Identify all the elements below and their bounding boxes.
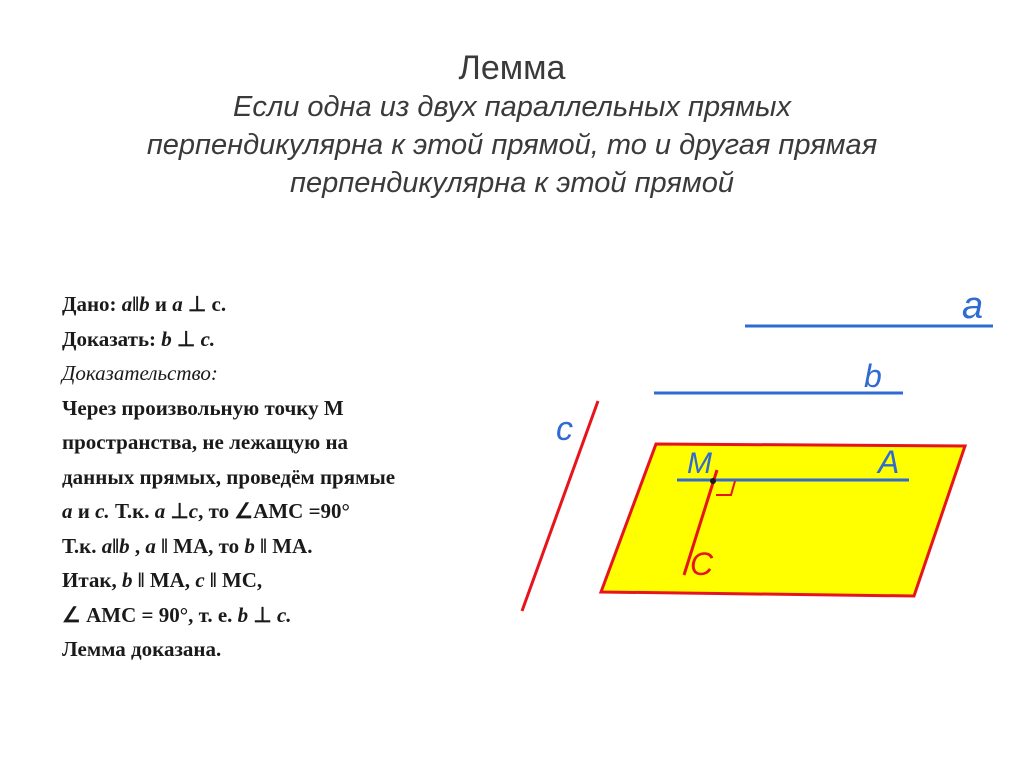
angle-text: , то ∠АМС =90° <box>198 499 350 523</box>
thus-text: Итак, <box>62 568 117 592</box>
var-a: a <box>62 499 73 523</box>
comma: , <box>134 533 141 558</box>
label-c-point: C <box>690 546 714 582</box>
proof-line-5: Т.к. a‖b , a ‖ МА, то b ‖ МА. <box>62 529 532 564</box>
perp-symbol: ⊥ <box>253 602 272 627</box>
since-text: Т.к. <box>114 499 150 523</box>
conj-and: и <box>154 292 167 316</box>
parallel-ma-text: ‖ МА, то <box>161 533 240 558</box>
proof-line-1: Через произвольную точку М <box>62 395 344 420</box>
parallel-symbol: ‖ <box>112 533 120 558</box>
conj-and: и <box>77 499 90 523</box>
proof-line-3: данных прямых, проведём прямые <box>62 464 396 489</box>
var-b: b <box>139 292 150 316</box>
var-b: b <box>244 533 255 558</box>
var-c: c. <box>276 602 292 627</box>
line-c <box>520 400 600 612</box>
given-line: Дано: a‖b и a ⊥ c. <box>62 287 532 322</box>
since-text: Т.к. <box>62 533 97 558</box>
lemma-statement-line-2: перпендикулярна к этой прямой, то и друг… <box>146 129 878 161</box>
var-c: c <box>195 568 205 592</box>
var-c: c. <box>200 326 216 351</box>
proof-line-4: a и c. Т.к. a ⊥c, то ∠АМС =90° <box>62 494 532 529</box>
var-c: c. <box>211 292 227 316</box>
var-a: a <box>145 533 156 558</box>
label-a: a <box>962 285 983 327</box>
proof-line-2: пространства, не лежащую на <box>62 430 349 454</box>
var-b: b <box>161 326 172 351</box>
proof-label: Доказательство: <box>62 361 218 385</box>
parallel-symbol: ‖ <box>132 292 140 316</box>
proof-line-7: ∠ АМС = 90°, т. е. b ⊥ c. <box>62 598 532 633</box>
var-c: c <box>188 499 199 523</box>
var-b: b <box>122 568 133 592</box>
label-b: b <box>864 358 882 394</box>
var-c: c. <box>95 499 110 523</box>
proof-text: Дано: a‖b и a ⊥ c. Доказать: b ⊥ c. Дока… <box>62 287 532 667</box>
parallel-mc-text: ‖ МС, <box>209 568 263 592</box>
lemma-statement-line-3: перпендикулярна к этой прямой <box>290 167 734 199</box>
right-angle-mark <box>716 480 736 496</box>
var-a: a <box>101 533 113 558</box>
given-label: Дано: <box>62 292 117 316</box>
parallel-ma-end: ‖ МА. <box>260 533 313 558</box>
var-b: b <box>237 602 249 627</box>
angle-conclusion-text: ∠ АМС = 90°, т. е. <box>62 602 233 627</box>
line-mc <box>682 469 719 576</box>
var-a: a <box>154 499 166 523</box>
parallel-ma-text: ‖ МА, <box>137 568 191 592</box>
label-c: c <box>556 410 573 448</box>
lemma-heading: Лемма <box>458 49 566 87</box>
title-block: Лемма Если одна из двух параллельных пря… <box>0 48 1024 202</box>
prove-line: Доказать: b ⊥ c. <box>62 322 532 357</box>
plane-parallelogram <box>598 442 968 598</box>
point-m <box>710 478 716 484</box>
prove-label: Доказать: <box>62 326 157 351</box>
perp-symbol: ⊥ <box>187 292 207 316</box>
perp-symbol: ⊥ <box>170 499 189 523</box>
proof-line-8: Лемма доказана. <box>62 637 222 661</box>
var-a: a <box>121 292 133 316</box>
var-b: b <box>119 533 130 558</box>
label-a-point: A <box>876 444 899 480</box>
perp-symbol: ⊥ <box>177 326 196 351</box>
var-a: a <box>172 292 183 316</box>
lemma-statement-line-1: Если одна из двух параллельных прямых <box>233 91 791 123</box>
label-m: M <box>687 447 712 480</box>
proof-line-6: Итак, b ‖ МА, c ‖ МС, <box>62 563 532 598</box>
